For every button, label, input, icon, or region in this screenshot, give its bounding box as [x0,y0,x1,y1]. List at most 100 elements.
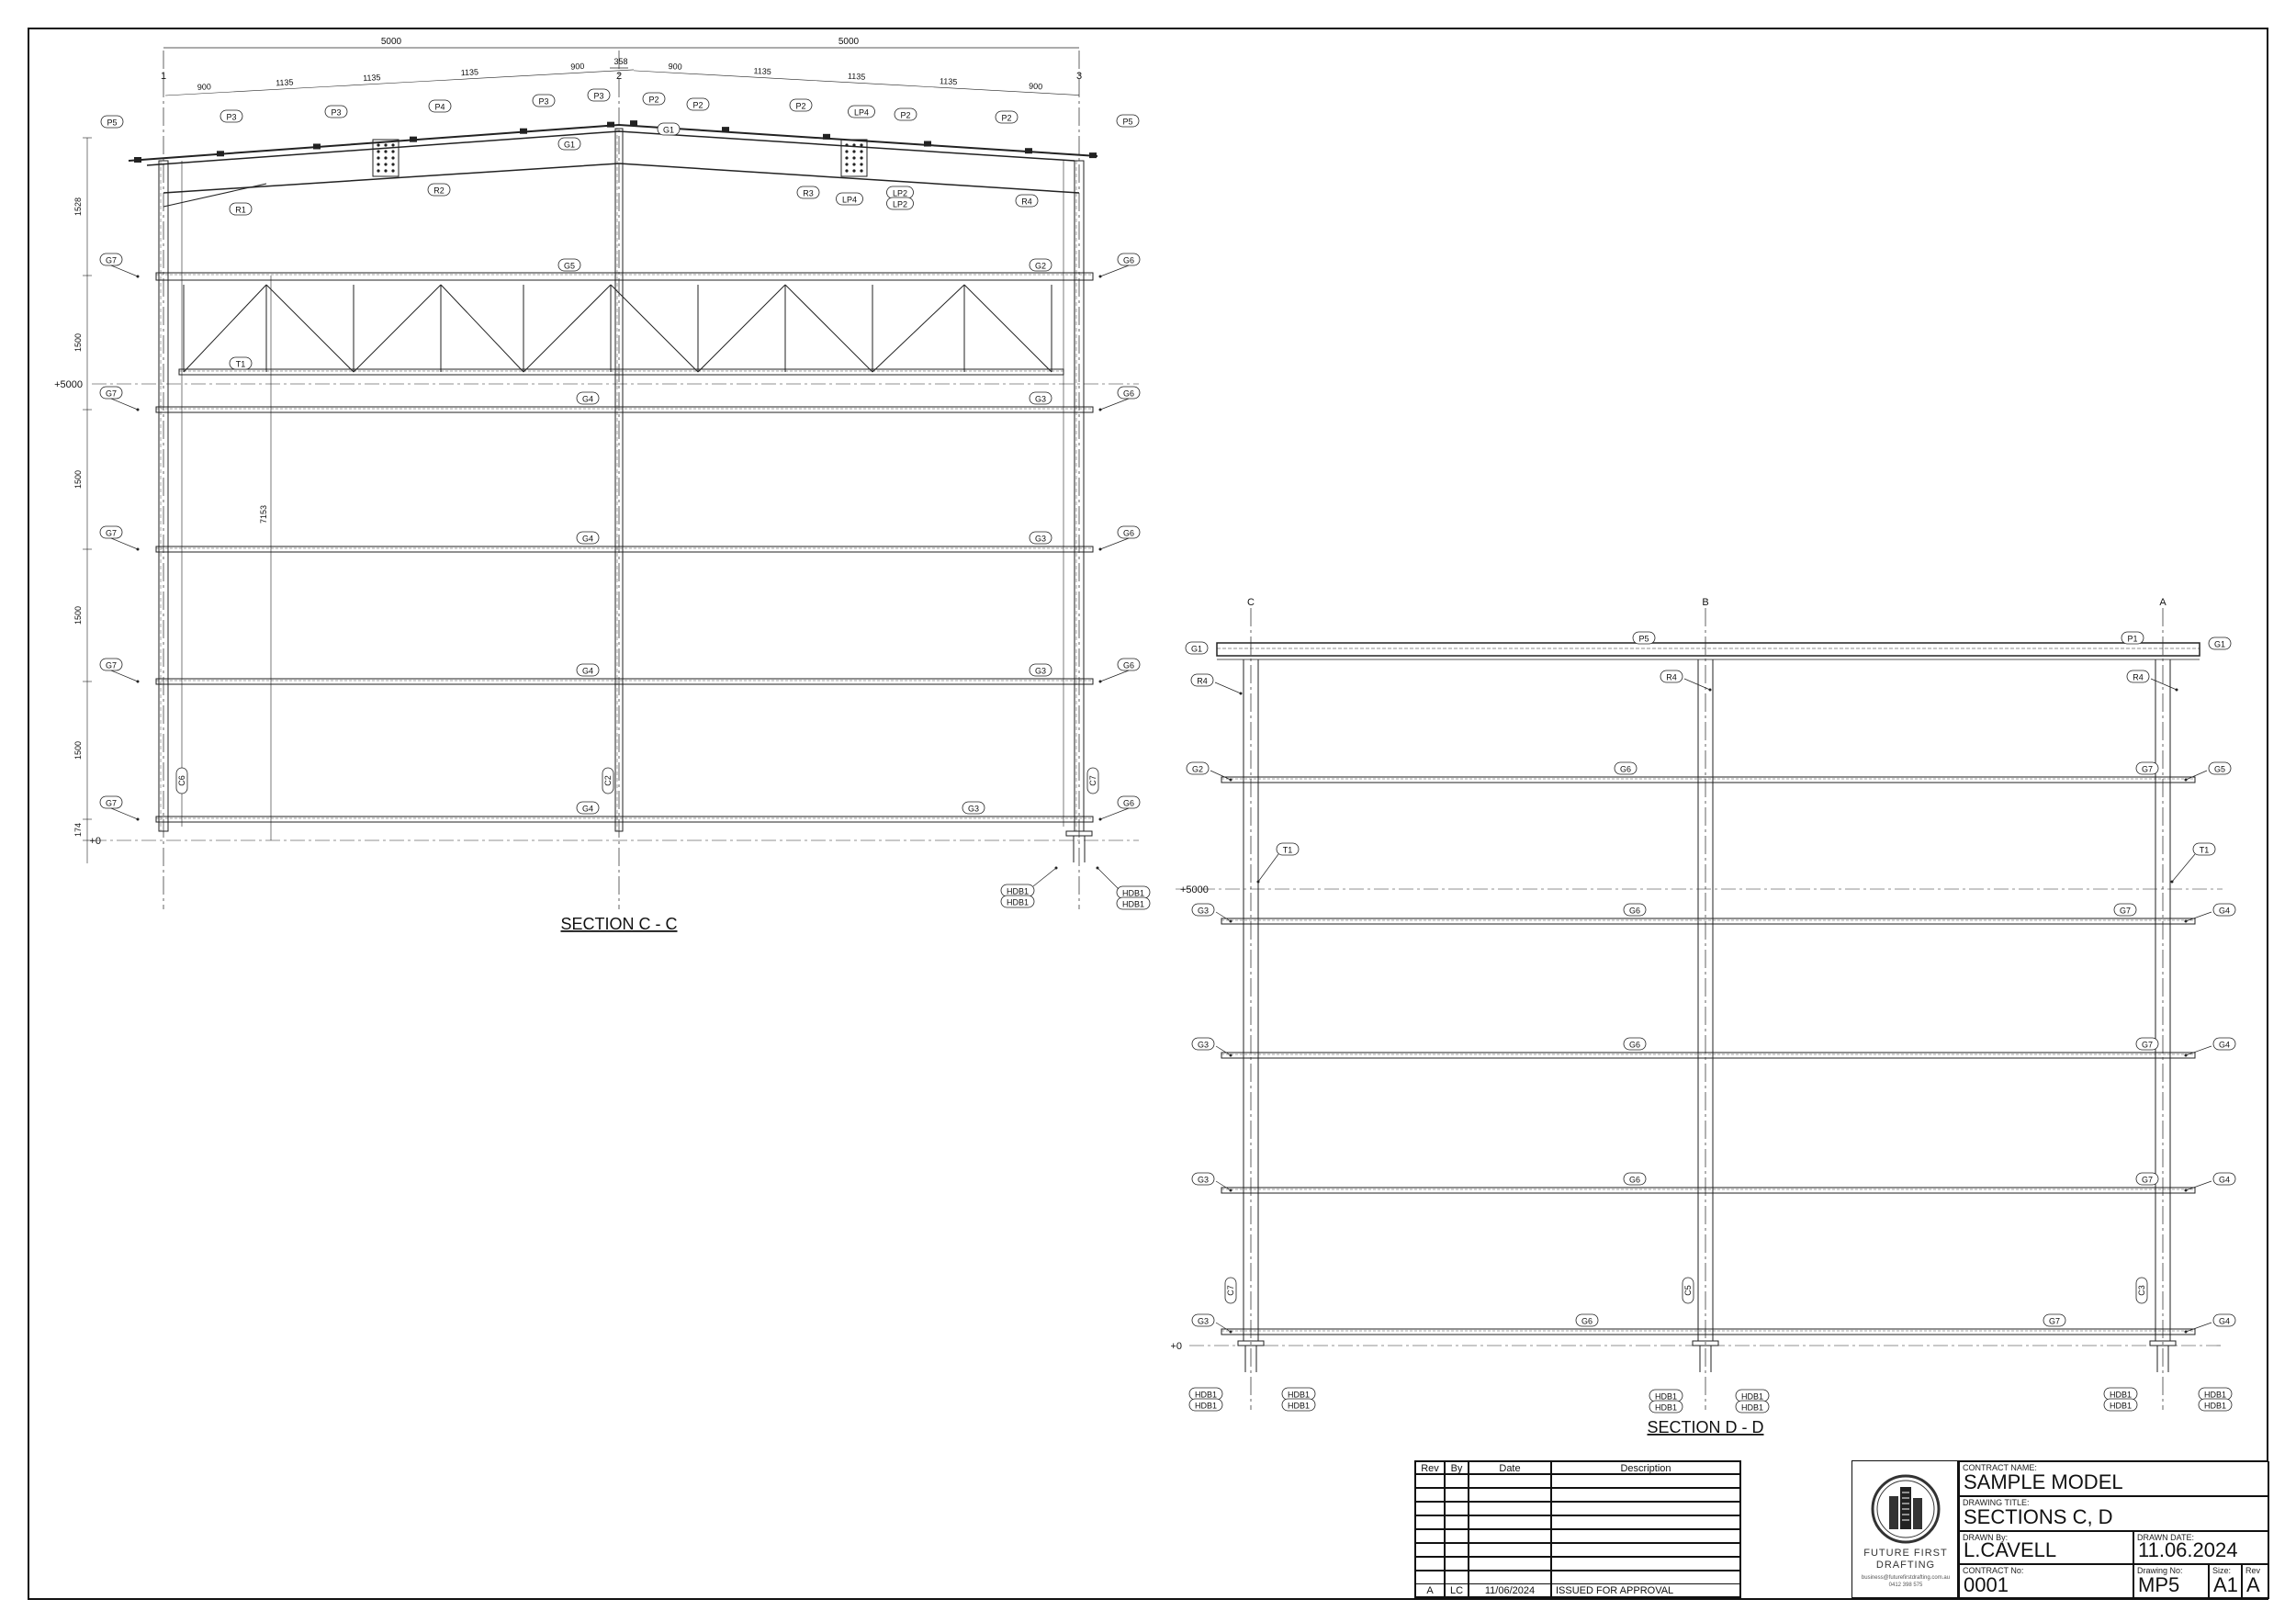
truss-diagonal [963,284,1052,373]
leader-arrow [136,547,140,551]
tag-bubble [229,356,253,370]
girt-tag-right: G4 [2219,1317,2230,1326]
bolt-hole [384,163,388,166]
rev-header-date: Date [1469,1461,1551,1474]
girt-tag-left: G7 [106,661,117,670]
dimension-text: 358 [613,57,627,66]
roof-sheeting [128,123,1098,162]
roof-tag: LP4 [854,108,869,118]
leader-line [1099,265,1130,277]
rev-row-by: LC [1445,1583,1469,1597]
leader-arrow [2170,880,2174,884]
girt [1221,1328,2196,1335]
girt-tag-right: G6 [1123,256,1134,265]
dimension-line [991,90,1080,96]
dimension-text: 1500 [73,606,83,625]
grid-label: A [2159,597,2167,608]
truss-tag: T1 [236,360,246,369]
base-tag: HDB1 [2204,1402,2226,1411]
dimension-text: 900 [570,62,585,72]
girt [1221,918,2196,925]
truss-diagonal [697,284,786,373]
rev-row-description: ISSUED FOR APPROVAL [1551,1583,1740,1597]
tag-bubble [1735,1400,1770,1414]
tag-bubble [2208,761,2232,775]
bolt-hole [845,156,849,160]
dimension-text: 1135 [276,77,294,87]
bolt-hole [860,143,863,147]
bolt-hole [384,150,388,153]
rev-empty-cell [1551,1515,1740,1529]
leader-arrow [1098,680,1102,683]
roof-tag: P4 [434,103,445,112]
base-tag: HDB1 [2204,1391,2226,1400]
roof-tag: P3 [331,108,341,118]
purlin [1025,148,1032,154]
rev-empty-cell [1469,1502,1551,1515]
rev-cell: Rev A [2242,1564,2269,1599]
bolt-hole [845,150,849,153]
dimension-line [715,74,809,81]
grid-label: C [1247,597,1255,608]
bolt-hole [384,156,388,160]
rev-empty-cell [1551,1488,1740,1502]
base-tag: HDB1 [1007,887,1029,896]
bolt-hole [391,169,395,173]
column-tag-bubble [1682,1277,1694,1304]
section-cc-title: SECTION C - C [560,915,677,933]
leader-line [1032,867,1057,887]
girt-tag-mid: G6 [1620,765,1631,774]
leader-line [1683,678,1711,691]
girt-tag-mid: G3 [1035,535,1046,544]
leader-line [110,398,139,411]
rev-empty-cell [1469,1474,1551,1488]
girt-tag-mid: G4 [582,395,593,404]
tag-bubble [1660,670,1683,683]
bolt-hole [391,163,395,166]
truss-diagonal [872,284,965,373]
tag-bubble [2135,761,2159,775]
grid-label: 1 [161,71,166,82]
girt-tag-mid: G4 [582,667,593,676]
tag-bubble [2198,1398,2233,1412]
column-tag: C7 [1088,775,1097,786]
grid-label: 3 [1076,71,1082,82]
purlin [1089,152,1097,159]
bottom-rafter [163,163,1080,194]
splice-plate [840,139,868,177]
roof-tag: P5 [1122,118,1132,127]
girt-tag-mid: G3 [968,805,979,814]
rev-empty-cell [1415,1571,1445,1584]
contract-name-value: SAMPLE MODEL [1964,1470,2123,1493]
girt-tag-mid: G7 [2120,907,2131,916]
dimension-text: 5000 [381,37,402,47]
girt-tag-right: G5 [2214,765,2225,774]
purlin [630,120,637,127]
leader-line [1099,537,1130,550]
base-tag: HDB1 [1288,1402,1310,1411]
rev-label: Rev [2245,1566,2261,1575]
tag-bubble [796,186,820,199]
leader-line [2185,1045,2212,1056]
contract-no-value: 0001 [1964,1573,2009,1596]
rafter-tag: G1 [564,141,575,150]
bolt-hole [377,156,380,160]
leader-line [2185,911,2212,922]
tag-bubble [1116,896,1151,910]
rafter-tag: R2 [433,186,445,196]
girt-tag-left: G3 [1198,907,1209,916]
girt-tag-right: G6 [1123,661,1134,670]
truss-diagonal [183,284,267,373]
base-plate [1692,1340,1719,1346]
company-logo-icon [1871,1474,1941,1544]
girt-tag-mid: G7 [2142,1041,2153,1050]
purlin [217,151,224,157]
leader-arrow [1098,275,1102,278]
truss-diagonal [784,284,873,373]
bolt-hole [852,169,856,173]
column-grid-2 [614,128,624,832]
girt-tag-mid: G6 [1629,907,1640,916]
drawing-title-label: DRAWING TITLE: [1963,1498,2030,1507]
tag-bubble [2113,903,2137,917]
purlin [410,136,417,142]
